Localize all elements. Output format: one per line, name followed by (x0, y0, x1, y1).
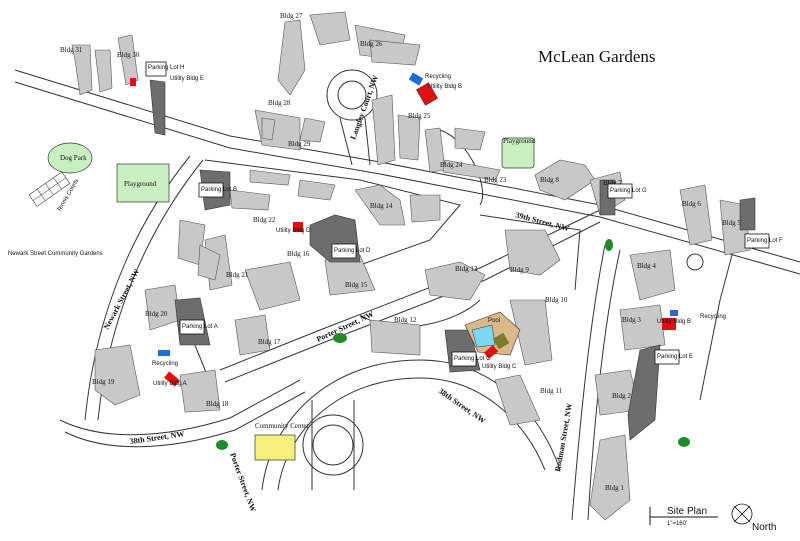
bldg-label: Bldg 23 (484, 176, 507, 184)
dog-park-label: Dog Park (60, 154, 87, 162)
parking-label-g: Parking Lot G (610, 188, 647, 194)
street-label-porter-south: Porter Street, NW (228, 452, 258, 513)
recycling-icon (670, 310, 678, 316)
bldg-label: Bldg 31 (60, 46, 83, 54)
community-center-label: Community Center (255, 422, 310, 430)
bldg-label: Bldg 29 (288, 140, 311, 148)
utility-label-c: Utility Bldg C (482, 364, 517, 370)
green-areas: Dog Park Playground Playground (47, 137, 690, 450)
bldg-label: Bldg 12 (394, 316, 417, 324)
bldg-label: Bldg 19 (92, 378, 115, 386)
legend: Site Plan 1"=160' North (649, 503, 776, 533)
utility-labels: Recycling Utility Bldg B Utility Bldg E … (152, 74, 726, 387)
community-center: Community Center (254, 422, 310, 461)
recycling-label: Recycling (700, 314, 726, 320)
bldg-label: Bldg 2 (612, 392, 631, 400)
bldg-label: Bldg 14 (370, 202, 393, 210)
utility-markers (130, 72, 678, 387)
bldg-label: Bldg 25 (408, 112, 431, 120)
bldg-label: Bldg 28 (268, 99, 291, 107)
recycling-icon (158, 350, 170, 356)
bldg-label: Bldg 21 (226, 271, 249, 279)
parking-label-d: Parking Lot D (334, 248, 371, 254)
bldg-label: Bldg 4 (637, 262, 656, 270)
bldg-label: Bldg 30 (117, 51, 140, 59)
bldg-label: Bldg 18 (206, 400, 229, 408)
recycling-label: Recycling (152, 361, 178, 367)
utility-label-d: Utility Bldg D (276, 228, 311, 234)
bldg-label: Bldg 9 (510, 266, 529, 274)
north-label: North (752, 522, 776, 533)
playground-label-west: Playground (124, 180, 157, 188)
building-labels: Bldg 1 Bldg 2 Bldg 3 Bldg 4 Bldg 5 Bldg … (60, 12, 741, 492)
utility-icon (483, 345, 499, 359)
bldg-label: Bldg 7 (603, 179, 622, 187)
parking-label-b: Parking Lot B (201, 187, 237, 193)
bldg-label: Bldg 26 (360, 40, 383, 48)
dog-park-area (47, 142, 93, 174)
bldg-label: Bldg 16 (287, 250, 310, 258)
parking-label-c: Parking Lot C (454, 356, 491, 362)
recycling-label: Recycling (425, 74, 451, 80)
bldg-label: Bldg 15 (345, 281, 368, 289)
utility-icon (293, 222, 303, 232)
playground-area-east (501, 137, 535, 169)
bldg-label: Bldg 24 (440, 161, 463, 169)
utility-icon (662, 318, 676, 330)
scale-label: 1"=160' (667, 521, 687, 527)
map-title: McLean Gardens (538, 47, 656, 66)
bldg-label: Bldg 8 (540, 176, 559, 184)
utility-icon (164, 371, 180, 387)
bldg-label: Bldg 20 (145, 310, 168, 318)
parking-label-e: Parking Lot E (657, 354, 693, 360)
pool-area: Pool (464, 311, 521, 356)
utility-icon (416, 82, 438, 106)
bldg-label: Bldg 1 (605, 484, 624, 492)
pool-label: Pool (488, 318, 500, 324)
tree-icon (216, 440, 228, 450)
tree-icon (333, 333, 347, 343)
utility-label-b-top: Utility Bldg B (428, 84, 462, 90)
utility-label-a: Utility Bldg A (153, 381, 187, 387)
north-arrow-icon (731, 503, 753, 525)
street-label-38th-east: 38th Street, NW (437, 386, 487, 425)
bldg-label: Bldg 3 (622, 316, 641, 324)
playground-area-west (116, 163, 170, 203)
bldg-label: Bldg 5 (722, 219, 741, 227)
tennis-courts: Tennis Courts (28, 171, 81, 213)
bldg-label: Bldg 22 (253, 216, 276, 224)
parking-label-a: Parking Lot A (182, 324, 218, 330)
parking-label-f: Parking Lot F (747, 238, 783, 244)
bldg-label: Bldg 6 (682, 200, 701, 208)
bldg-label: Bldg 11 (540, 387, 563, 395)
playground-label-east: Playground (503, 137, 536, 145)
tree-icon (605, 239, 613, 251)
parking-label-h: Parking Lot H (148, 65, 184, 71)
bldg-label: Bldg 13 (455, 265, 478, 273)
site-plan-label: Site Plan (667, 506, 707, 517)
utility-label-e: Utility Bldg E (170, 76, 204, 82)
parking-labels: Parking Lot H Parking Lot B Parking Lot … (145, 61, 783, 367)
bldg-label: Bldg 17 (258, 338, 281, 346)
utility-icon (130, 78, 136, 86)
tennis-courts-label: Tennis Courts (57, 178, 81, 213)
recycling-icon (408, 72, 424, 86)
street-label-newark: Newark Street, NW (102, 267, 141, 331)
utility-label-b-east: Utility Bldg B (657, 319, 691, 325)
bldg-label: Bldg 10 (545, 296, 568, 304)
building-footprints (71, 11, 751, 521)
community-gardens-label: Newark Street Community Gardens (8, 251, 103, 257)
tree-icon (678, 437, 690, 447)
street-label-rodman: Rodman Street, NW (553, 402, 574, 472)
bldg-label: Bldg 27 (280, 12, 303, 20)
